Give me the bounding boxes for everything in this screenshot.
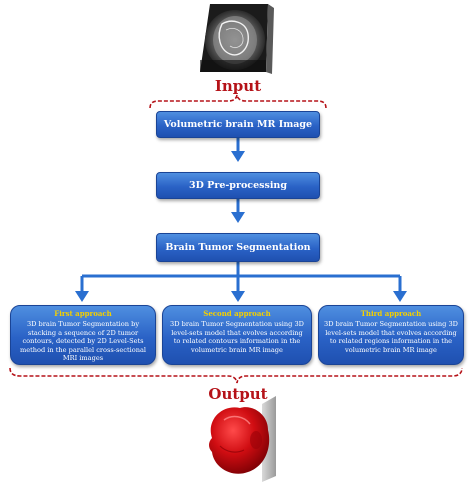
approach-third-text: 3D brain Tumor Segmentation using 3D lev… [324, 320, 458, 354]
input-label: Input [214, 77, 262, 95]
step-3d-preprocessing: 3D Pre-processing [156, 172, 320, 199]
step-arrows [231, 138, 245, 223]
approach-third: Third approach 3D brain Tumor Segmentati… [318, 305, 464, 365]
input-bracket [149, 94, 327, 109]
output-3d-tumor [209, 396, 276, 482]
branch-connector [75, 262, 407, 302]
approach-first-text: 3D brain Tumor Segmentation by stacking … [19, 320, 147, 363]
approach-second: Second approach 3D brain Tumor Segmentat… [162, 305, 312, 365]
approach-first-title: First approach [54, 309, 112, 318]
approach-second-text: 3D brain Tumor Segmentation using 3D lev… [170, 320, 304, 354]
approach-first: First approach 3D brain Tumor Segmentati… [10, 305, 156, 365]
step-brain-tumor-segmentation: Brain Tumor Segmentation [156, 233, 320, 262]
step-volumetric-mr-image: Volumetric brain MR Image [156, 111, 320, 138]
output-label: Output [208, 385, 268, 403]
approach-third-title: Third approach [360, 309, 422, 318]
approach-second-title: Second approach [203, 309, 271, 318]
input-mr-image [200, 4, 274, 74]
output-bracket [9, 367, 463, 384]
